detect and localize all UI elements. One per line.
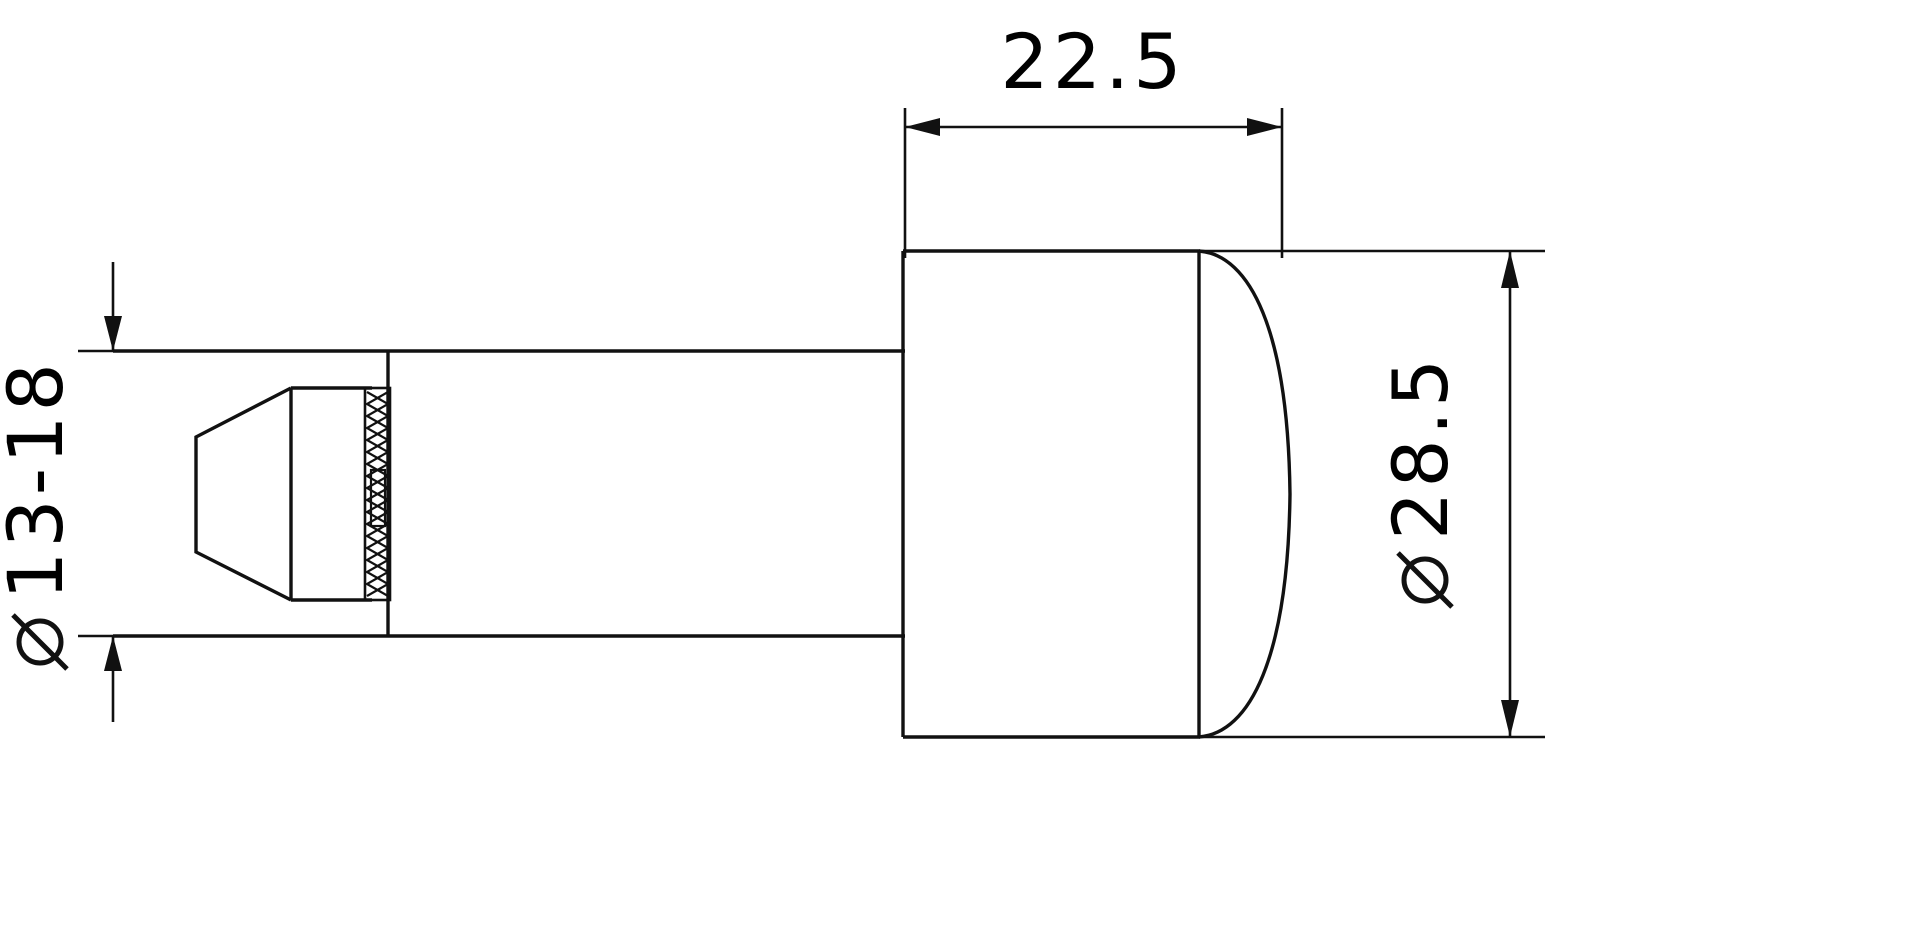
knurled-collar-outline [363, 386, 392, 602]
conical-tip-group [194, 386, 372, 602]
diameter-symbol-slash-28-5 [1396, 551, 1454, 609]
dimension-label-28-5-group: 28.5 [1376, 355, 1465, 609]
dimension-13-18-group [78, 262, 400, 722]
dimension-label-28-5: 28.5 [1376, 355, 1465, 540]
arrow-head-bottom-28-5 [1501, 700, 1519, 737]
dimension-28-5-group [1200, 249, 1545, 739]
arrow-head-right-22-5 [1247, 118, 1282, 136]
conical-tip-profile [194, 386, 292, 602]
arrow-head-top-28-5 [1501, 251, 1519, 288]
knurl-inner-relief [369, 468, 387, 528]
diameter-symbol-28-5 [1396, 551, 1454, 609]
lens-dome-group [1198, 249, 1292, 739]
knurled-collar-group [363, 386, 392, 602]
diameter-symbol-13-18 [11, 613, 69, 671]
dimension-label-13-18: 13-18 [0, 359, 80, 600]
arrow-head-left-22-5 [905, 118, 940, 136]
knurl-hatch-b [364, 391, 391, 597]
dimension-22-5-group [903, 108, 1284, 258]
lens-dome-profile [1198, 249, 1292, 739]
diameter-symbol-slash-13-18 [11, 613, 69, 671]
cable-shaft-group [113, 349, 905, 638]
arrow-head-top-13-18 [104, 316, 122, 351]
dimension-label-22-5: 22.5 [1000, 17, 1185, 106]
cylindrical-body-group [901, 249, 1201, 739]
diameter-symbol-circle-13-18 [16, 618, 64, 666]
arrow-head-bottom-13-18 [104, 636, 122, 671]
dimension-label-13-18-group: 13-18 [0, 359, 80, 671]
diameter-symbol-circle-28-5 [1401, 556, 1449, 604]
